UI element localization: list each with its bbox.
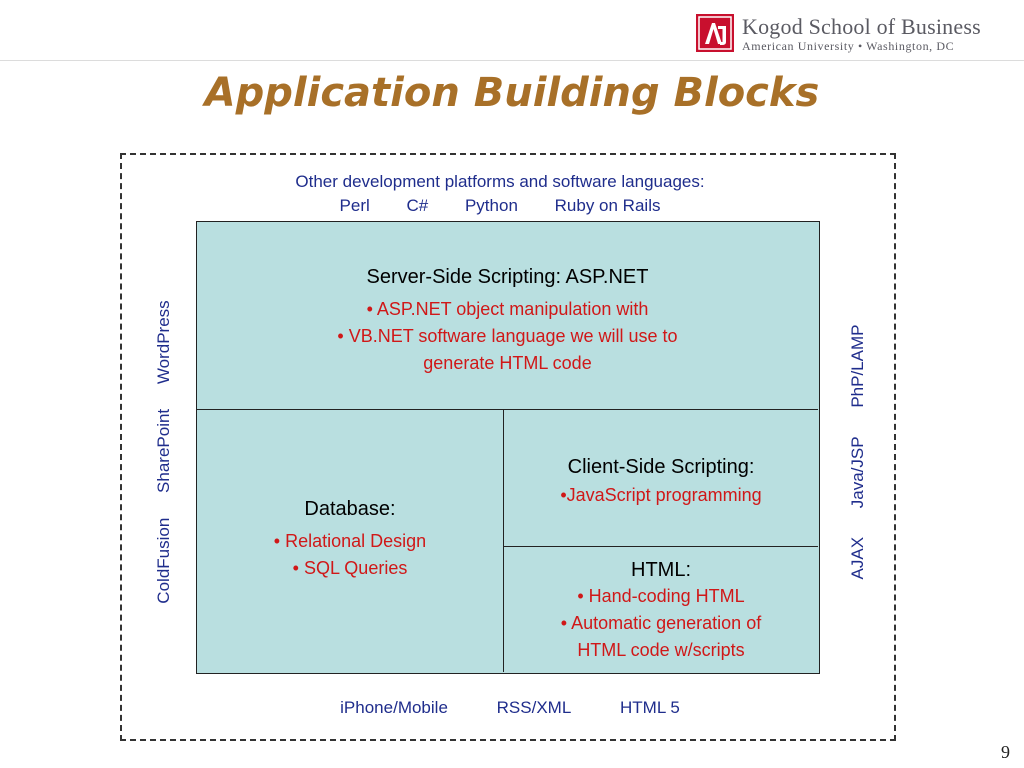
block-title: Database:: [304, 498, 396, 520]
block-title: Server-Side Scripting: ASP.NET: [366, 266, 649, 288]
block-bullet: generate HTML code: [423, 353, 592, 373]
page-number: 9: [1001, 742, 1010, 762]
block-title: Client-Side Scripting:: [567, 456, 755, 478]
right-platform-list: AJAX Java/JSP PhP/LAMP: [843, 292, 873, 612]
block-bullet: • SQL Queries: [292, 558, 408, 578]
platform-item: ColdFusion: [154, 517, 173, 604]
platform-item: AJAX: [848, 536, 867, 580]
block-bullet: •JavaScript programming: [560, 485, 762, 505]
platform-item: PhP/LAMP: [848, 324, 867, 408]
platform-item: Java/JSP: [848, 436, 867, 509]
language-item: Ruby on Rails: [554, 196, 661, 215]
block-bullet: • ASP.NET object manipulation with: [366, 299, 649, 319]
logo-university-name: American University • Washington, DC: [742, 39, 955, 53]
school-logo: Kogod School of Business American Univer…: [696, 14, 1014, 56]
dashed-frame: [120, 153, 896, 741]
platform-item: HTML 5: [620, 698, 680, 717]
slide-title: Application Building Blocks: [204, 70, 820, 116]
language-item: C#: [406, 196, 429, 215]
block-bullet: • Automatic generation of: [560, 613, 762, 633]
platform-item: SharePoint: [154, 408, 173, 493]
platform-item: WordPress: [154, 300, 173, 385]
bottom-platform-list: iPhone/Mobile RSS/XML HTML 5: [200, 698, 820, 718]
language-item: Perl: [339, 196, 370, 215]
left-platform-list: ColdFusion SharePoint WordPress: [149, 272, 179, 632]
platform-item: iPhone/Mobile: [340, 698, 448, 717]
block-bullet: • VB.NET software language we will use t…: [337, 326, 678, 346]
au-seal-icon: [696, 14, 734, 52]
database-block: Database: • Relational Design • SQL Quer…: [197, 410, 504, 672]
html-block: HTML: • Hand-coding HTML • Automatic gen…: [504, 547, 818, 672]
other-platforms-heading: Other development platforms and software…: [295, 172, 705, 191]
block-bullet: • Hand-coding HTML: [577, 586, 745, 606]
logo-school-name: Kogod School of Business: [742, 14, 981, 39]
server-side-block: Server-Side Scripting: ASP.NET • ASP.NET…: [197, 222, 818, 410]
header-rule: [0, 60, 1024, 61]
language-item: Python: [464, 196, 518, 215]
block-bullet: • Relational Design: [273, 531, 427, 551]
block-bullet: HTML code w/scripts: [577, 640, 745, 660]
language-list: Perl C# Python Ruby on Rails: [200, 194, 800, 218]
block-title: HTML:: [631, 559, 691, 581]
building-blocks-diagram: Server-Side Scripting: ASP.NET • ASP.NET…: [196, 221, 820, 674]
client-side-block: Client-Side Scripting: •JavaScript progr…: [504, 410, 818, 547]
platform-item: RSS/XML: [496, 698, 572, 717]
other-platforms-note: Other development platforms and software…: [200, 170, 800, 218]
